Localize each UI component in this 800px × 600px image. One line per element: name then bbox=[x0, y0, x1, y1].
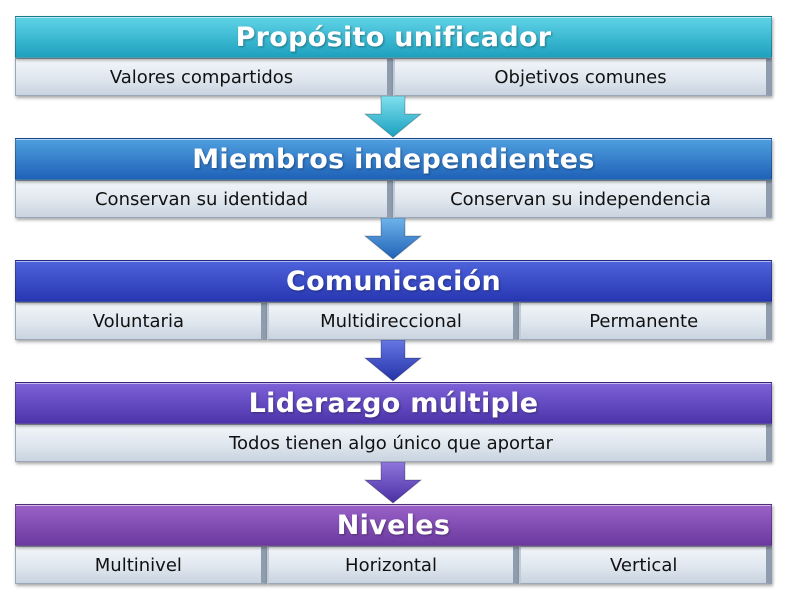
block-title: Propósito unificador bbox=[235, 21, 552, 53]
block-comunicacion: Comunicación Voluntaria Multidireccional… bbox=[15, 260, 773, 340]
item-cell: Objetivos comunes bbox=[393, 58, 772, 96]
block-items: Todos tienen algo único que aportar bbox=[15, 424, 772, 462]
block-header: Comunicación bbox=[15, 260, 772, 302]
item-cell: Todos tienen algo único que aportar bbox=[15, 424, 772, 462]
block-items: Voluntaria Multidireccional Permanente bbox=[15, 302, 773, 340]
block-proposito-unificador: Propósito unificador Valores compartidos… bbox=[15, 16, 772, 96]
down-arrow-icon bbox=[363, 218, 423, 260]
block-items: Conservan su identidad Conservan su inde… bbox=[15, 180, 772, 218]
down-arrow-icon bbox=[363, 462, 423, 504]
down-arrow-icon bbox=[363, 340, 423, 382]
item-cell: Permanente bbox=[519, 302, 773, 340]
block-header: Liderazgo múltiple bbox=[15, 382, 772, 424]
item-cell: Conservan su identidad bbox=[15, 180, 393, 218]
item-cell: Vertical bbox=[519, 546, 773, 584]
block-title: Miembros independientes bbox=[192, 143, 595, 175]
item-cell: Horizontal bbox=[266, 546, 520, 584]
block-liderazgo-multiple: Liderazgo múltiple Todos tienen algo úni… bbox=[15, 382, 772, 462]
block-niveles: Niveles Multinivel Horizontal Vertical bbox=[15, 504, 773, 584]
item-cell: Multidireccional bbox=[266, 302, 520, 340]
item-cell: Voluntaria bbox=[15, 302, 267, 340]
block-header: Niveles bbox=[15, 504, 772, 546]
block-header: Propósito unificador bbox=[15, 16, 772, 58]
block-title: Liderazgo múltiple bbox=[248, 387, 539, 419]
block-items: Multinivel Horizontal Vertical bbox=[15, 546, 773, 584]
down-arrow-icon bbox=[363, 96, 423, 138]
block-title: Niveles bbox=[336, 509, 451, 541]
item-cell: Valores compartidos bbox=[15, 58, 393, 96]
item-cell: Multinivel bbox=[15, 546, 267, 584]
item-cell: Conservan su independencia bbox=[393, 180, 772, 218]
block-miembros-independientes: Miembros independientes Conservan su ide… bbox=[15, 138, 772, 218]
block-title: Comunicación bbox=[285, 265, 502, 297]
block-items: Valores compartidos Objetivos comunes bbox=[15, 58, 772, 96]
block-header: Miembros independientes bbox=[15, 138, 772, 180]
